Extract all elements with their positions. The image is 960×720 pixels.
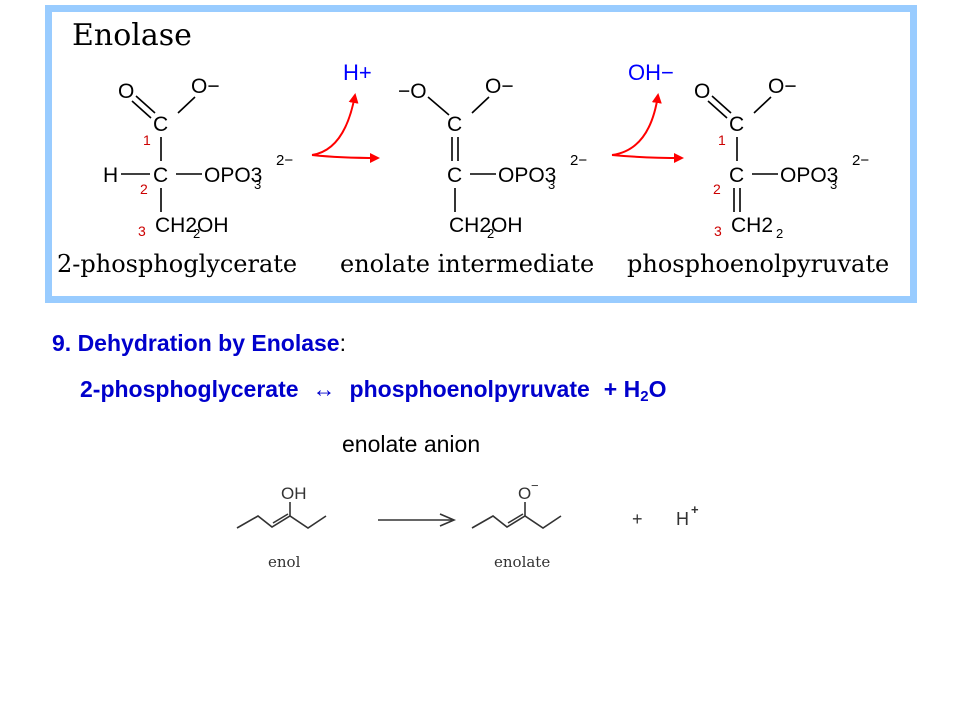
- slide-title: 9. Dehydration by Enolase:: [52, 330, 346, 357]
- atom-enolate-o: −O: [398, 80, 427, 103]
- bond-c1-o: [177, 96, 196, 114]
- proton-released: H+: [343, 60, 372, 85]
- enolate-o-group: O: [518, 484, 531, 503]
- atom-h: H: [103, 164, 118, 187]
- scheme-proton-charge: +: [691, 502, 699, 517]
- reaction-arrow-2: [611, 93, 684, 163]
- hydroxide-released: OH−: [628, 60, 674, 85]
- slide-title-colon: :: [339, 330, 346, 356]
- atom-carbonyl-o: O: [118, 80, 134, 103]
- subscript-3: 3: [254, 177, 261, 192]
- subscript-3: 3: [830, 177, 837, 192]
- arrow-curved-up-2: [611, 93, 662, 156]
- caption-2-phosphoglycerate: 2-phosphoglycerate: [57, 250, 298, 278]
- atom-c1: C: [729, 113, 744, 136]
- carbon-number-3: 3: [138, 223, 146, 239]
- arrow-straight-1: [311, 152, 380, 163]
- enolate-charge: −: [531, 478, 539, 493]
- carbon-number-1: 1: [143, 132, 151, 148]
- atom-c2: C: [729, 164, 744, 187]
- bond-c1-o-double-a: [711, 95, 732, 114]
- scheme-arrow-head: [439, 513, 457, 527]
- charge-2minus: 2−: [852, 152, 869, 169]
- equation-plus: +: [603, 376, 618, 402]
- charge-2minus: 2−: [276, 152, 293, 169]
- subscript-2-ch2oh-b: 2: [487, 226, 494, 241]
- equation-arrow: ↔: [312, 376, 336, 402]
- carbon-number-3: 3: [714, 223, 722, 239]
- arrow-curved-up-1: [311, 93, 359, 156]
- atom-carboxylate-o: O−: [191, 75, 220, 98]
- equation-water-h: H: [623, 376, 641, 402]
- scheme-plus: +: [632, 509, 643, 529]
- panel-title: Enolase: [72, 18, 192, 53]
- charge-2minus: 2−: [570, 152, 587, 169]
- equation-water-o: O: [648, 376, 667, 402]
- atom-ch2: CH2: [731, 214, 773, 237]
- bond-c1-o: [753, 96, 772, 114]
- enolate-anion-label: enolate anion: [342, 431, 481, 457]
- bond-c1-o-double-b: [707, 100, 728, 119]
- carbon-number-2: 2: [140, 181, 148, 197]
- enol-double-bond: [272, 513, 289, 524]
- atom-carboxylate-o: O−: [485, 75, 514, 98]
- equation-reactant: 2-phosphoglycerate: [80, 376, 299, 402]
- carbon-number-2: 2: [713, 181, 721, 197]
- atom-opo3: OPO3: [498, 164, 556, 187]
- atom-c2: C: [153, 164, 168, 187]
- equation-water-sub: 2: [640, 388, 649, 405]
- enolase-reaction-panel: [45, 5, 917, 303]
- bond-c1-o: [427, 96, 450, 116]
- reaction-equation: 2-phosphoglycerate↔phosphoenolpyruvate+ …: [80, 376, 666, 405]
- subscript-3: 3: [548, 177, 555, 192]
- equation-product: phosphoenolpyruvate: [349, 376, 590, 402]
- subscript-2: 2: [776, 226, 783, 241]
- atom-ch2oh: CH2OH: [155, 214, 229, 237]
- bond-c1-o2: [471, 96, 490, 114]
- carbon-number-1: 1: [718, 132, 726, 148]
- bond-c1-o-double-b: [131, 100, 152, 119]
- enol-label: enol: [268, 553, 301, 571]
- enolate-label: enolate: [494, 553, 550, 571]
- atom-opo3: OPO3: [780, 164, 838, 187]
- atom-ch2oh: CH2OH: [449, 214, 523, 237]
- structure-enolate-intermediate: −O O− C C OPO3 2− CH2OH 3: [398, 75, 587, 237]
- structure-phosphoenolpyruvate: O O− C C OPO3 2− CH2 1 2 3 3 2: [694, 75, 869, 241]
- arrow-straight-2: [611, 152, 684, 163]
- scheme-proton: H: [676, 509, 689, 529]
- atom-c1: C: [153, 113, 168, 136]
- enol-skeleton: [236, 515, 327, 529]
- caption-enolate-intermediate: enolate intermediate: [340, 250, 595, 278]
- atom-opo3: OPO3: [204, 164, 262, 187]
- atom-carbonyl-o: O: [694, 80, 710, 103]
- enolate-skeleton: [471, 515, 562, 529]
- atom-c1: C: [447, 113, 462, 136]
- atom-c2: C: [447, 164, 462, 187]
- slide-title-text: 9. Dehydration by Enolase: [52, 330, 340, 356]
- enolate-double-bond: [507, 513, 524, 524]
- bond-c1-o-double-a: [135, 95, 156, 114]
- structure-2-phosphoglycerate: O O− C H C OPO3 2− CH2OH 1 2 3 3: [103, 75, 293, 239]
- enol-oh-group: OH: [281, 484, 307, 503]
- reaction-arrow-1: [311, 93, 380, 163]
- subscript-2-ch2oh: 2: [193, 226, 200, 241]
- atom-carboxylate-o: O−: [768, 75, 797, 98]
- caption-phosphoenolpyruvate: phosphoenolpyruvate: [627, 250, 890, 278]
- enol-scheme: [236, 502, 562, 529]
